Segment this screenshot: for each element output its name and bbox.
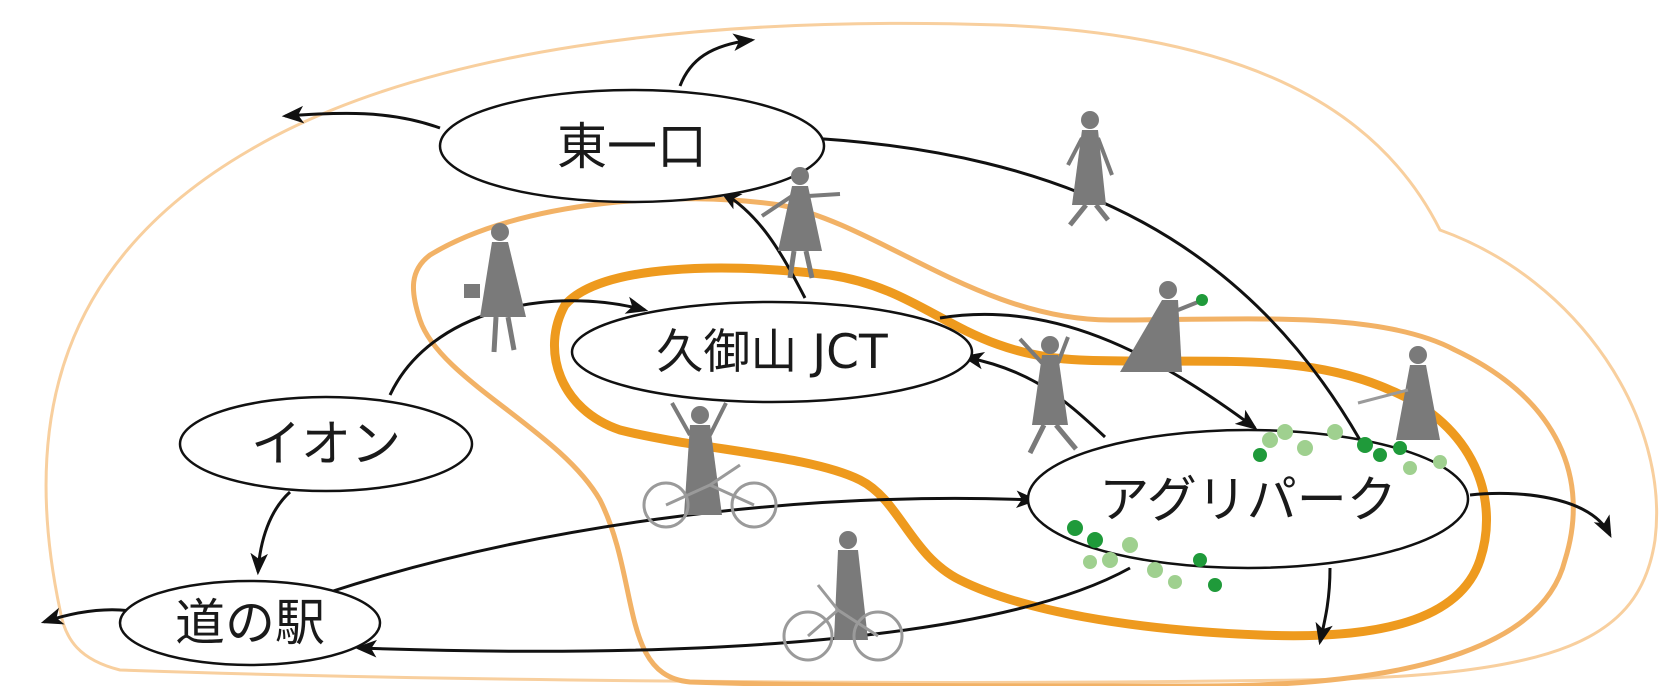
edge-agri-south [1315,567,1333,646]
pedestrian-figure [760,167,841,279]
node-higashi-ichiguchi: 東一口 [438,88,826,204]
node-michinoeki: 道の駅 [118,579,382,667]
node-kumiyama-jct: 久御山 JCT [570,300,974,404]
edge-jct-to-agri [939,312,1258,430]
edge-higashi-north [678,33,756,87]
edge-aeon-to-michi [250,490,292,576]
edge-higashi-west [281,105,441,130]
cyclist-figure [782,531,904,662]
clover-cluster [1253,424,1447,475]
clover-cluster [1067,520,1222,592]
node-michinoeki-label: 道の駅 [175,594,325,652]
node-kumiyama-jct-label: 久御山 JCT [656,325,888,380]
pedestrian-figure [464,223,526,353]
node-agripark: アグリパーク [1026,428,1470,570]
pedestrian-figure [1357,346,1440,440]
node-aeon-label: イオン [251,415,401,473]
edge-michi-to-agri [329,490,1039,594]
pedestrian-figure [1018,336,1078,455]
inner-zone-boundary [549,263,1491,641]
edge-agri-east [1469,491,1612,538]
edge-agri-to-higashi [786,129,1362,441]
node-aeon: イオン [178,395,474,493]
pedestrian-figure [1120,281,1208,372]
edge-agri-to-michi [354,566,1131,658]
cyclist-figure [642,402,778,529]
edge-jct-to-higashi [719,190,807,299]
node-higashi-ichiguchi-label: 東一口 [557,118,707,176]
pedestrian-figure [1066,111,1114,227]
middle-zone-boundary [410,196,1576,686]
node-agripark-label: アグリパーク [1099,471,1397,529]
outer-zone-boundary [44,21,1658,684]
